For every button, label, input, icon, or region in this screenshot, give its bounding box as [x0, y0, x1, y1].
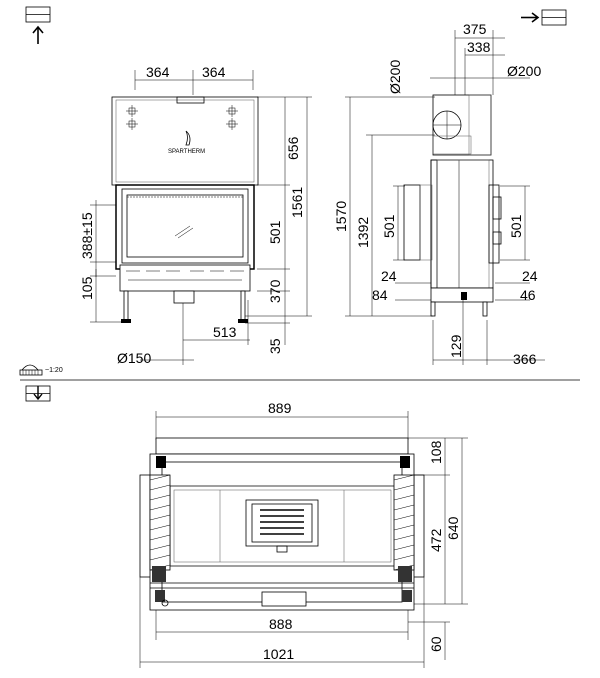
- side-d-flue-left: Ø200: [387, 60, 403, 94]
- side-h-glass-right: 501: [508, 214, 524, 238]
- front-view: SPARTHERM: [90, 70, 312, 365]
- top-d-60: 60: [428, 636, 444, 652]
- front-h-feet: 35: [267, 338, 283, 354]
- top-d-108: 108: [428, 440, 444, 464]
- side-view: [345, 30, 545, 365]
- front-view-icon: [25, 6, 51, 44]
- side-h-total: 1570: [333, 201, 349, 232]
- top-d-640: 640: [445, 516, 461, 540]
- top-w-inner: 888: [269, 616, 293, 632]
- front-h-total: 1561: [289, 187, 305, 218]
- side-view-icon: [521, 9, 567, 26]
- top-view-icon: [25, 385, 51, 402]
- front-w-left: 364: [146, 64, 170, 80]
- top-view: [139, 411, 468, 668]
- top-w-total: 1021: [263, 646, 294, 662]
- front-h-glass: 501: [267, 220, 283, 244]
- side-w-inner: 338: [467, 39, 491, 55]
- scale-icon: [19, 364, 43, 376]
- front-h-door: 388±15: [79, 212, 95, 259]
- side-d-366: 366: [513, 351, 537, 367]
- top-w-top: 889: [268, 400, 292, 416]
- top-d-472: 472: [428, 528, 444, 552]
- front-h-lower: 370: [267, 279, 283, 303]
- side-d-84: 84: [372, 287, 388, 303]
- front-w-pipe: 513: [213, 324, 237, 340]
- scale-label: ~1:20: [45, 367, 63, 374]
- side-h-glass-left: 501: [381, 214, 397, 238]
- side-d-flue-right: Ø200: [507, 63, 541, 79]
- side-d-24-right: 24: [522, 268, 538, 284]
- side-w-outer: 375: [463, 21, 487, 37]
- front-d-pipe: Ø150: [117, 350, 151, 366]
- side-d-24-left: 24: [381, 268, 397, 284]
- side-h-inner: 1392: [355, 217, 371, 248]
- front-w-right: 364: [202, 64, 226, 80]
- front-h-upper: 656: [285, 136, 301, 160]
- brand-logo: SPARTHERM: [168, 149, 205, 155]
- front-h-base: 105: [79, 276, 95, 300]
- side-d-46: 46: [520, 287, 536, 303]
- side-d-129: 129: [448, 334, 464, 358]
